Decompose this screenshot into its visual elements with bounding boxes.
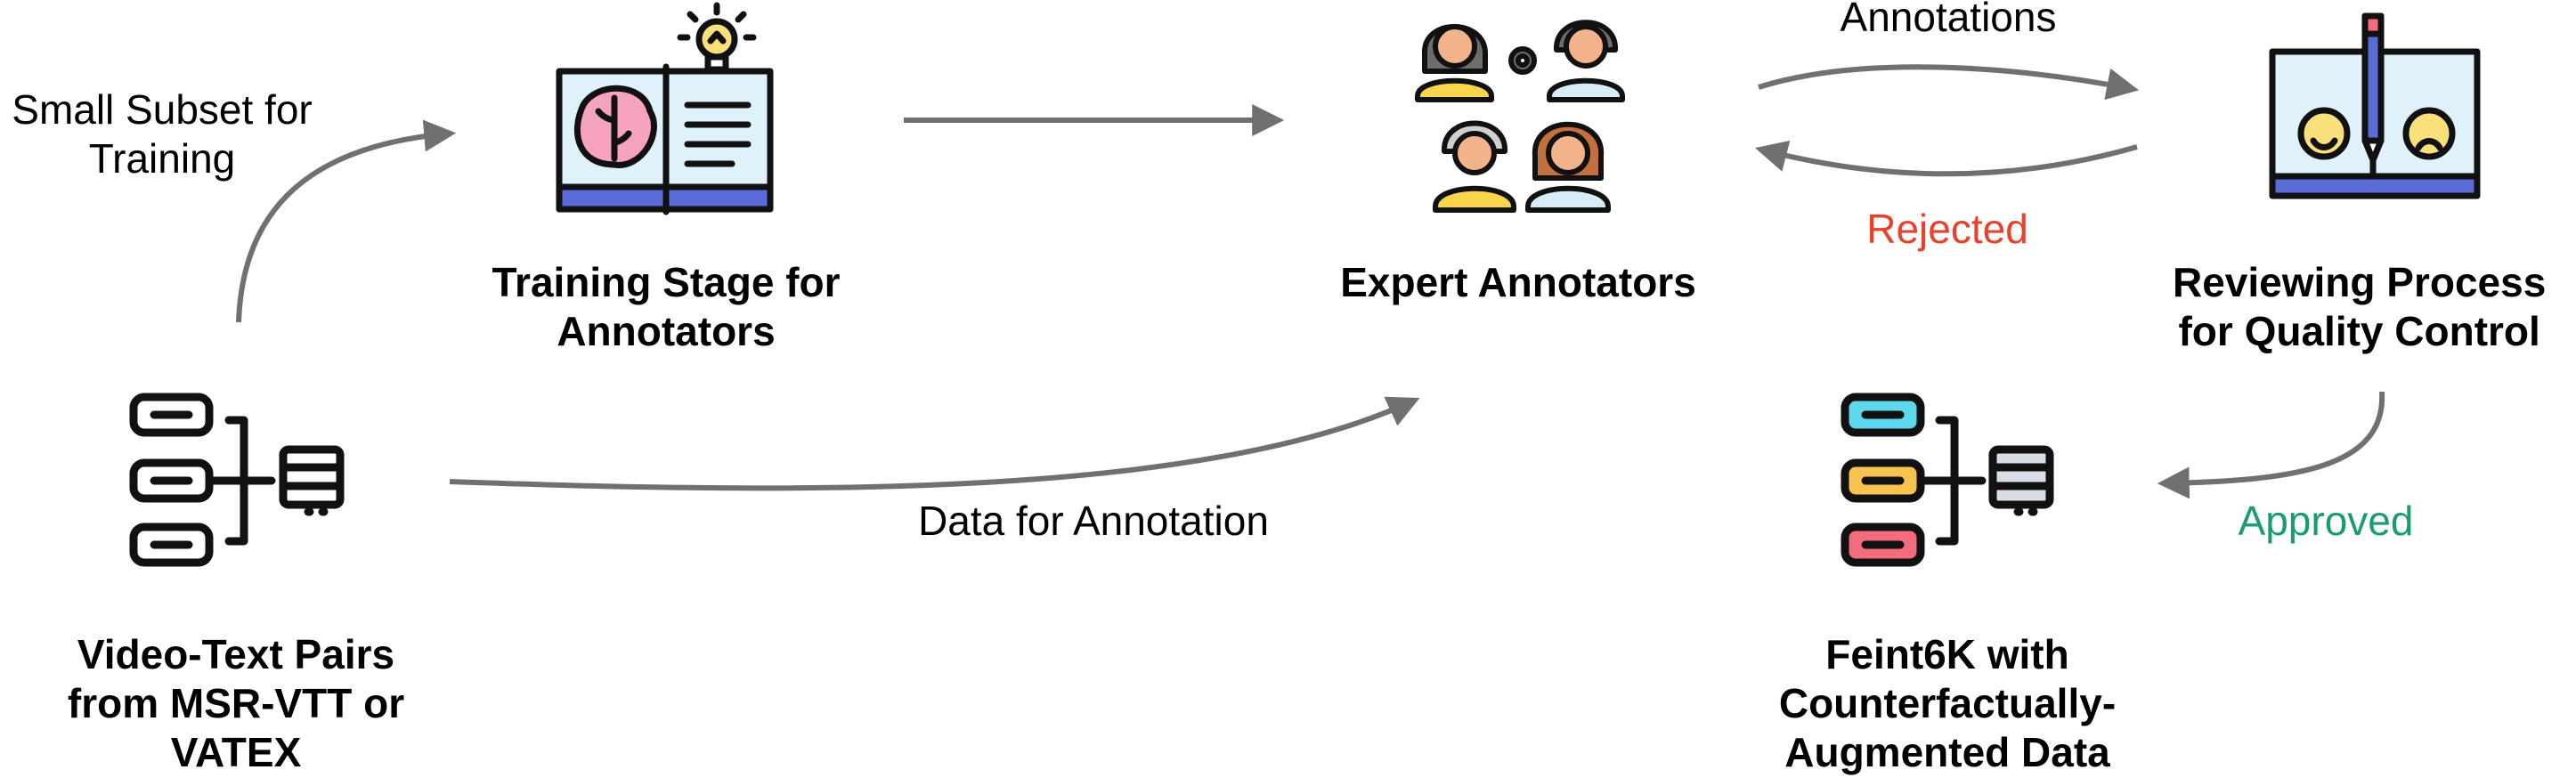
- training-title: Training Stage for Annotators: [492, 258, 840, 356]
- output-title-line-2: Counterfactually-: [1778, 680, 2117, 727]
- training-title-line-1: Training Stage for: [492, 259, 841, 305]
- experts-title-line-1: Expert Annotators: [1340, 259, 1696, 305]
- rejected-label: Rejected: [1866, 206, 2028, 252]
- arrow-review-to-experts: [1755, 140, 2138, 177]
- data-for-annotation-label: Data for Annotation: [918, 498, 1269, 544]
- small-subset-label-line-2: Training: [88, 135, 236, 182]
- source-title-line-2: from MSR-VTT or: [67, 680, 405, 727]
- output-title-line-1: Feint6K with: [1825, 631, 2069, 677]
- approved-label: Approved: [2238, 498, 2414, 544]
- annotations-label: Annotations: [1840, 0, 2057, 40]
- output-title: Feint6K with Counterfactually- Augmented…: [1779, 630, 2116, 778]
- colored-data-list-icon: [1841, 393, 2054, 567]
- data-list-icon: [129, 393, 345, 567]
- output-title-line-3: Augmented Data: [1784, 729, 2110, 776]
- review-title-line-1: Reviewing Process: [2173, 259, 2547, 305]
- review-title-line-2: for Quality Control: [2178, 308, 2540, 355]
- small-subset-label-line-1: Small Subset for: [12, 86, 313, 133]
- people-group-icon: [1415, 20, 1625, 213]
- arrow-source-to-training: [236, 119, 457, 323]
- review-title: Reviewing Process for Quality Control: [2173, 258, 2546, 356]
- review-book-faces-icon: [2269, 12, 2481, 199]
- experts-title: Expert Annotators: [1340, 258, 1696, 307]
- training-title-line-2: Annotators: [557, 308, 776, 355]
- open-book-brain-icon: [556, 2, 774, 215]
- arrow-source-to-experts: [449, 396, 1420, 491]
- arrow-experts-to-review: [1758, 64, 2140, 101]
- source-title-line-3: VATEX: [170, 729, 302, 776]
- source-title: Video-Text Pairs from MSR-VTT or VATEX: [68, 630, 404, 778]
- arrow-review-to-output: [2157, 391, 2385, 499]
- source-title-line-1: Video-Text Pairs: [77, 631, 395, 677]
- small-subset-label: Small Subset for Training: [12, 85, 312, 183]
